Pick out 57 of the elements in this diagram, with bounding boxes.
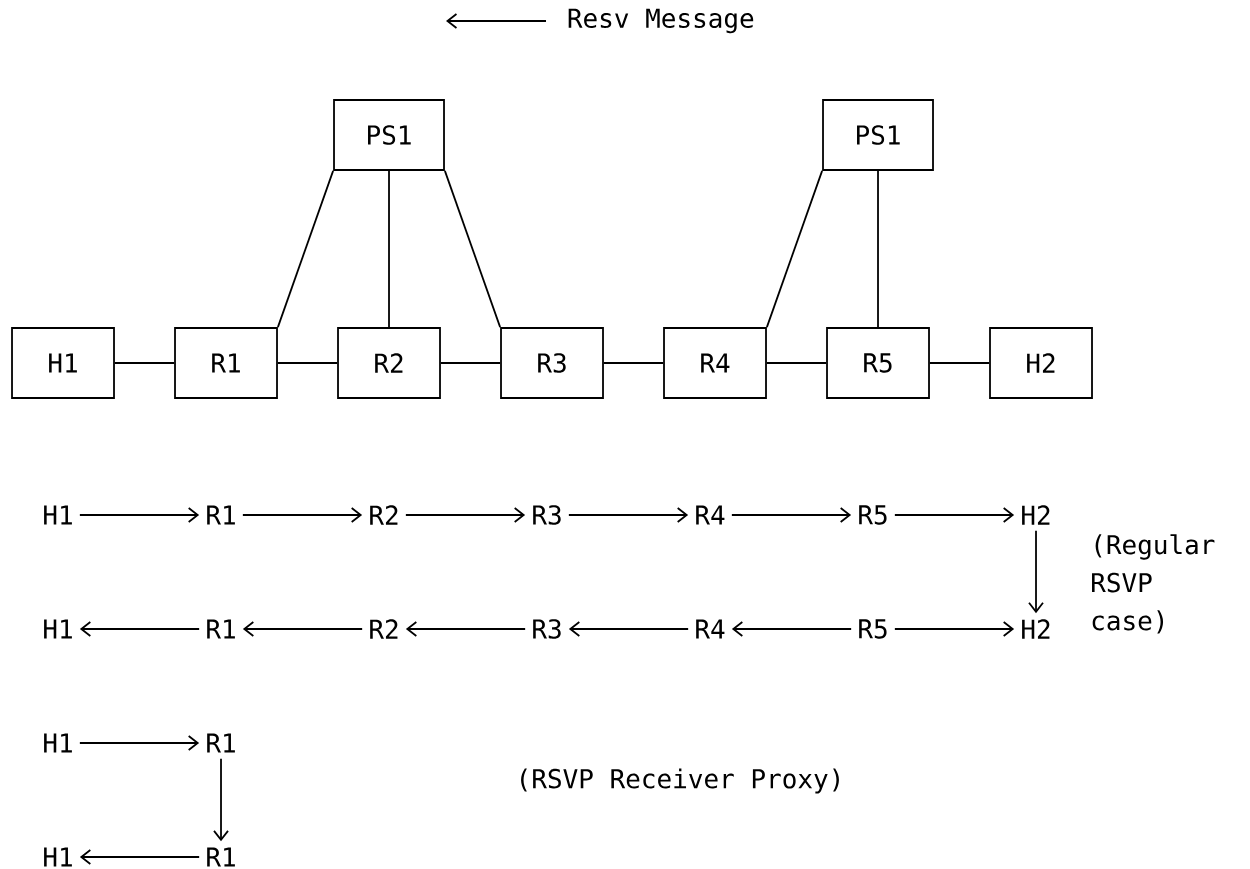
connector-line (277, 170, 334, 328)
node-label: R1 (207, 619, 235, 639)
network-node-box: H2 (989, 327, 1093, 399)
case-note: (Regular RSVP case) (1092, 534, 1215, 634)
connector-line (766, 170, 823, 328)
arrow (79, 849, 201, 865)
node-label: R3 (533, 505, 561, 525)
arrow (568, 621, 690, 637)
arrow (893, 621, 1015, 637)
network-node-box: R3 (500, 327, 604, 399)
arrow (242, 621, 364, 637)
node-label: H2 (1022, 505, 1050, 525)
arrow (404, 507, 526, 523)
policy-server-box: PS1 (822, 99, 934, 171)
network-node-box: R5 (826, 327, 930, 399)
node-label: R5 (859, 619, 887, 639)
arrow (79, 621, 201, 637)
network-node-box: H1 (11, 327, 115, 399)
network-node-box: R4 (663, 327, 767, 399)
connector-line (388, 170, 390, 328)
connector-line (444, 170, 501, 328)
node-label: H1 (44, 847, 72, 867)
node-label: H1 (44, 505, 72, 525)
node-label: R2 (370, 505, 398, 525)
arrow (567, 507, 689, 523)
connector-line (766, 362, 827, 364)
connector-line (603, 362, 664, 364)
connector-line (929, 362, 990, 364)
node-label: R2 (370, 619, 398, 639)
node-label: R4 (696, 505, 725, 525)
connector-line (114, 362, 175, 364)
case-note: (RSVP Receiver Proxy) (521, 768, 839, 794)
arrow (78, 735, 200, 751)
arrow (731, 621, 853, 637)
connector-line (277, 362, 338, 364)
message-label: Resv Message (568, 8, 754, 34)
policy-server-box: PS1 (333, 99, 445, 171)
node-label: R3 (533, 619, 561, 639)
node-label: R5 (859, 505, 887, 525)
node-label: R1 (207, 847, 235, 867)
network-node-box: R2 (337, 327, 441, 399)
node-label: R4 (696, 619, 725, 639)
arrow (405, 621, 527, 637)
network-node-box: R1 (174, 327, 278, 399)
node-label: R1 (207, 733, 235, 753)
node-label: H1 (44, 733, 72, 753)
arrow (1028, 529, 1044, 614)
arrow (893, 507, 1015, 523)
arrow (730, 507, 852, 523)
arrow (78, 507, 200, 523)
arrow (213, 757, 229, 842)
arrow (241, 507, 363, 523)
node-label: H2 (1022, 619, 1050, 639)
node-label: R1 (207, 505, 235, 525)
connector-line (440, 362, 501, 364)
node-label: H1 (44, 619, 72, 639)
connector-line (877, 170, 879, 328)
